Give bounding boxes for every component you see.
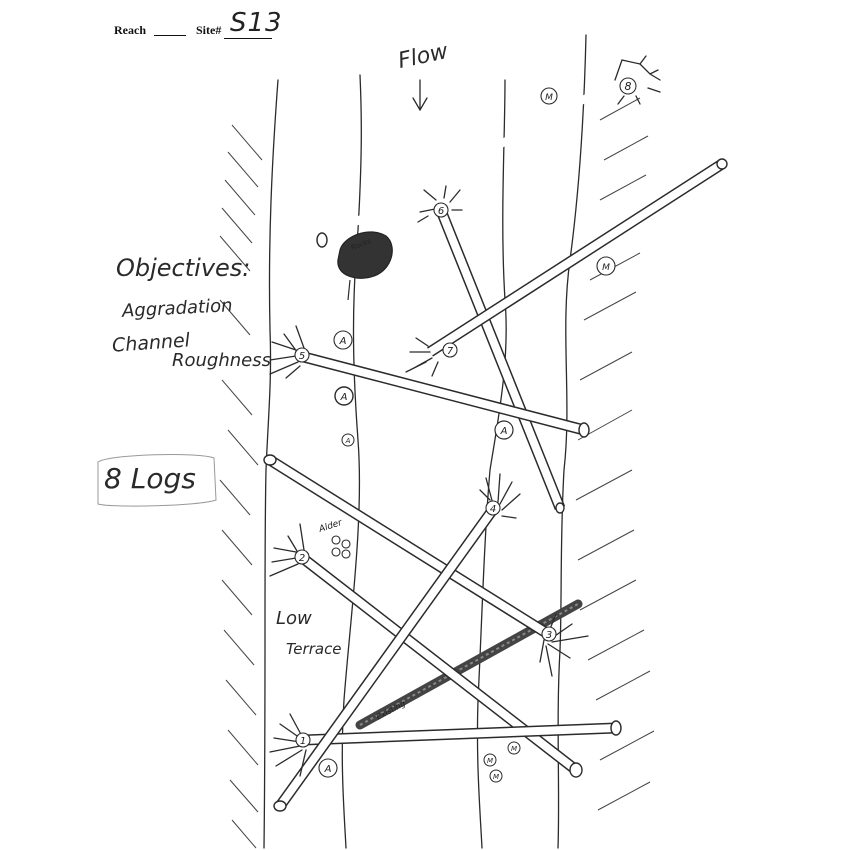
sheet-header: Reach Site# S13	[114, 8, 414, 44]
svg-text:1: 1	[300, 736, 306, 747]
svg-text:M: M	[511, 745, 517, 753]
manual-marker: M	[483, 753, 497, 767]
log-7-marker: 7	[442, 342, 458, 358]
alders: Alder	[317, 518, 351, 559]
manual-marker: M	[540, 87, 558, 105]
log-3-marker: 3	[541, 626, 557, 642]
anchor-marker: A	[318, 758, 338, 778]
svg-text:M: M	[545, 93, 553, 103]
svg-text:3: 3	[546, 630, 552, 641]
right-bank-hatch	[575, 97, 655, 811]
log-count: 8 Logs	[104, 462, 196, 495]
root-wad-5	[269, 325, 305, 379]
left-inner-line	[341, 74, 362, 849]
objectives-title: Objectives:	[116, 254, 251, 282]
rock-cluster: Rocks	[337, 231, 393, 301]
svg-text:7: 7	[447, 346, 454, 357]
root-wad-4	[479, 473, 521, 519]
right-inner-line	[476, 79, 507, 849]
left-bank-hatch	[219, 124, 263, 849]
root-wad-7	[405, 337, 439, 377]
left-outer-bank	[263, 79, 279, 849]
anchor-marker: A	[334, 386, 354, 406]
svg-text:M: M	[602, 263, 610, 273]
root-wad-6	[417, 185, 463, 223]
log-8-marker: 8	[619, 77, 637, 95]
svg-text:A: A	[345, 437, 351, 445]
manual-marker: M	[489, 769, 503, 783]
flow-arrow	[412, 79, 428, 112]
objective-roughness: Roughness	[172, 350, 271, 371]
root-wad-8	[614, 55, 661, 105]
right-outer-bank	[557, 34, 587, 849]
alder-label: Alder	[317, 518, 345, 536]
low-terrace-line-2: Terrace	[286, 640, 342, 658]
site-label: Site#	[196, 23, 222, 37]
log-end-caps	[263, 158, 728, 812]
root-wad-1	[269, 713, 307, 777]
reach-value-field	[154, 21, 186, 36]
root-wad-2	[269, 523, 305, 577]
svg-text:A: A	[500, 426, 508, 437]
svg-text:2: 2	[299, 553, 305, 564]
anchor-marker: A	[333, 330, 353, 350]
anchor-markers: A A A A A	[318, 330, 514, 778]
svg-text:A: A	[339, 336, 347, 347]
svg-text:A: A	[324, 764, 332, 775]
svg-text:M: M	[493, 773, 499, 781]
site-underline	[224, 38, 272, 39]
low-terrace-line-1: Low	[276, 608, 312, 629]
svg-text:5: 5	[299, 351, 305, 362]
log-count-box	[97, 454, 217, 507]
reach-label: Reach	[114, 23, 146, 37]
log-2-marker: 2	[294, 549, 310, 565]
svg-text:A: A	[340, 392, 348, 403]
root-wad-3	[539, 613, 589, 677]
log-6-marker: 6	[433, 202, 449, 218]
manual-markers: M M M M M	[483, 87, 616, 783]
svg-text:M: M	[487, 757, 493, 765]
anchor-marker: A	[494, 420, 514, 440]
log-5-marker: 5	[294, 347, 310, 363]
svg-text:4: 4	[490, 504, 496, 515]
svg-text:8: 8	[625, 80, 632, 93]
manual-marker: M	[596, 256, 616, 276]
existing-label: Existing	[375, 699, 407, 722]
log-1-marker: 1	[295, 732, 311, 748]
manual-marker: M	[507, 741, 521, 755]
logs	[267, 76, 725, 810]
anchor-marker: A	[341, 433, 355, 447]
site-number: S13	[230, 8, 283, 38]
log-number-markers: 1 2 3 4 5 6 7 8	[294, 77, 637, 748]
root-wads	[269, 55, 661, 777]
svg-text:6: 6	[438, 206, 444, 217]
log-4-marker: 4	[485, 500, 501, 516]
